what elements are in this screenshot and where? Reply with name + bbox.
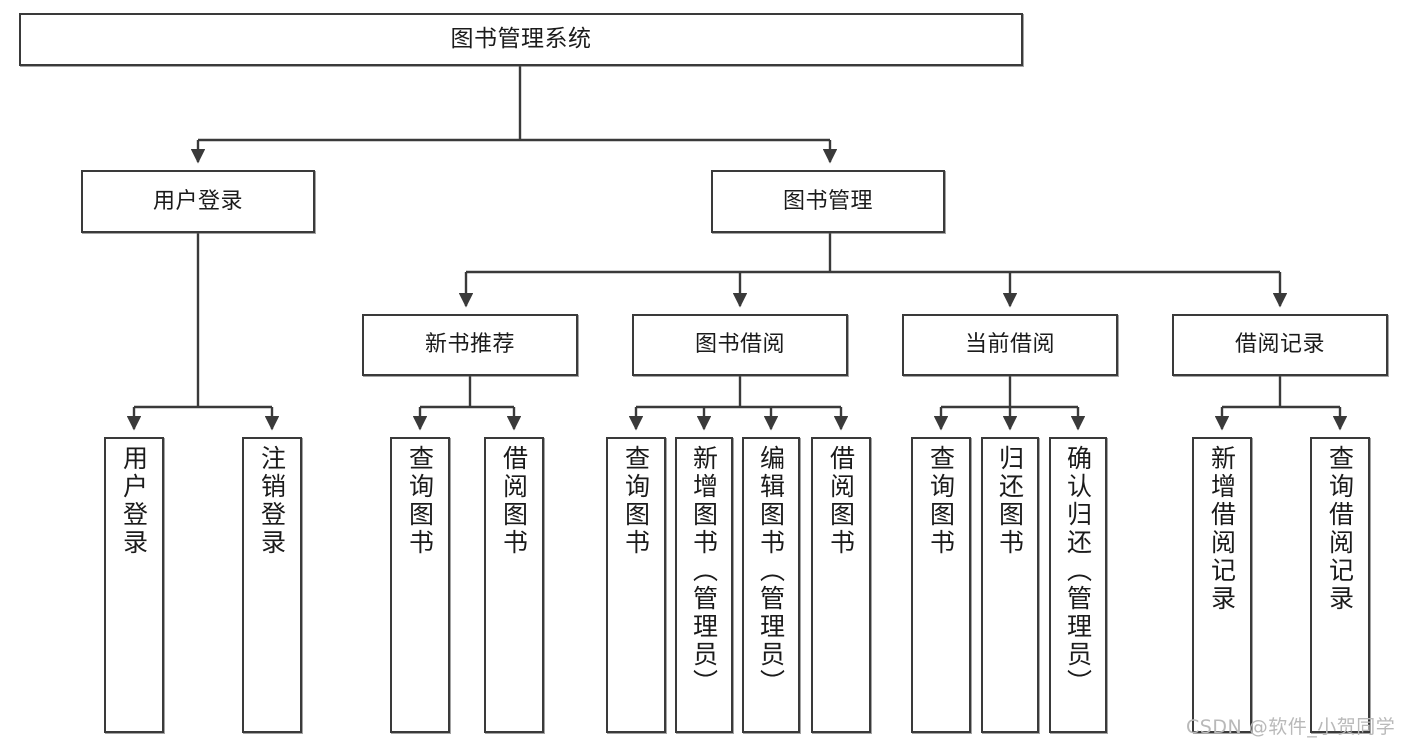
node-label: 归还图书 bbox=[995, 445, 1025, 557]
node-user-login[interactable]: 用户登录 bbox=[81, 170, 315, 233]
node-label: 新增借阅记录 bbox=[1207, 445, 1237, 613]
node-label: 用户登录 bbox=[119, 445, 149, 557]
leaf-add-book-admin[interactable]: 新增图书（管理员） bbox=[675, 437, 733, 733]
node-label: 新书推荐 bbox=[424, 332, 515, 358]
node-label: 图书管理系统 bbox=[450, 25, 592, 52]
node-root-system[interactable]: 图书管理系统 bbox=[19, 13, 1023, 66]
node-label: 借阅记录 bbox=[1234, 332, 1325, 358]
node-label: 图书管理 bbox=[782, 188, 873, 214]
node-new-book-recommend[interactable]: 新书推荐 bbox=[362, 314, 578, 376]
leaf-return-book[interactable]: 归还图书 bbox=[981, 437, 1039, 733]
node-label: 查询图书 bbox=[926, 445, 956, 557]
leaf-add-borrow-record[interactable]: 新增借阅记录 bbox=[1192, 437, 1252, 733]
leaf-query-book-borrow[interactable]: 查询图书 bbox=[606, 437, 666, 733]
node-label: 图书借阅 bbox=[694, 332, 785, 358]
node-label: 当前借阅 bbox=[964, 332, 1055, 358]
leaf-confirm-return-admin[interactable]: 确认归还（管理员） bbox=[1049, 437, 1107, 733]
node-label: 查询图书 bbox=[621, 445, 651, 557]
node-label: 查询借阅记录 bbox=[1325, 445, 1355, 613]
node-label: 借阅图书 bbox=[826, 445, 856, 557]
leaf-query-borrow-record[interactable]: 查询借阅记录 bbox=[1310, 437, 1370, 733]
leaf-query-book-current[interactable]: 查询图书 bbox=[911, 437, 971, 733]
node-label: 注销登录 bbox=[257, 445, 287, 557]
node-label: 借阅图书 bbox=[499, 445, 529, 557]
node-label: 新增图书（管理员） bbox=[689, 445, 719, 697]
node-book-manage[interactable]: 图书管理 bbox=[711, 170, 945, 233]
leaf-logout-login[interactable]: 注销登录 bbox=[242, 437, 302, 733]
node-label: 确认归还（管理员） bbox=[1063, 445, 1093, 697]
node-label: 编辑图书（管理员） bbox=[756, 445, 786, 697]
node-book-borrow[interactable]: 图书借阅 bbox=[632, 314, 848, 376]
node-label: 查询图书 bbox=[405, 445, 435, 557]
node-current-borrow[interactable]: 当前借阅 bbox=[902, 314, 1118, 376]
node-label: 用户登录 bbox=[152, 188, 243, 214]
leaf-query-book-recommend[interactable]: 查询图书 bbox=[390, 437, 450, 733]
csdn-watermark: CSDN @软件_小贺同学 bbox=[1186, 716, 1396, 738]
leaf-borrow-book-borrow[interactable]: 借阅图书 bbox=[811, 437, 871, 733]
node-borrow-record[interactable]: 借阅记录 bbox=[1172, 314, 1388, 376]
leaf-borrow-book-recommend[interactable]: 借阅图书 bbox=[484, 437, 544, 733]
leaf-edit-book-admin[interactable]: 编辑图书（管理员） bbox=[742, 437, 800, 733]
leaf-user-login[interactable]: 用户登录 bbox=[104, 437, 164, 733]
